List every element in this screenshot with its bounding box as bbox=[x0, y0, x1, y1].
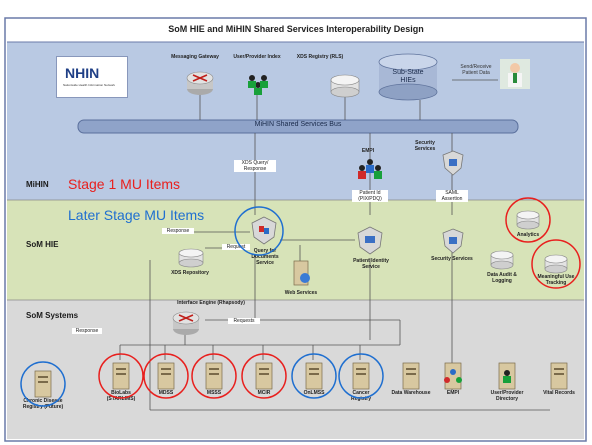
server-icon bbox=[352, 362, 370, 390]
query-docs-label: Query for Documents Service bbox=[251, 248, 279, 266]
diagram-title: SoM HIE and MiHIN Shared Services Intero… bbox=[168, 24, 424, 34]
stage1-circle bbox=[241, 353, 287, 399]
xds-repository-label: XDS Repository bbox=[171, 270, 209, 276]
patient-identity-icon bbox=[357, 226, 383, 255]
server-icon bbox=[205, 362, 223, 390]
nhin-logo: NHIN Nationwide Health Information Netwo… bbox=[56, 56, 128, 98]
analytics-icon bbox=[516, 210, 540, 230]
system-label: Data Warehouse bbox=[391, 390, 431, 396]
empi-label: EMPI bbox=[361, 148, 375, 154]
web-services-server-icon bbox=[293, 260, 310, 286]
empi-server-icon bbox=[444, 362, 462, 390]
stage1-circle bbox=[98, 353, 144, 399]
security-shield-icon bbox=[442, 150, 464, 176]
lane-label-som-hie: SoM HIE bbox=[26, 240, 59, 249]
server-icon bbox=[255, 362, 273, 390]
legend-stage1-mu: Stage 1 MU Items bbox=[68, 176, 181, 192]
system-label: MDSS bbox=[158, 390, 174, 396]
later-stage-circle bbox=[338, 353, 384, 399]
request-hie-label: Request bbox=[222, 244, 250, 250]
server-icon bbox=[157, 362, 175, 390]
clinician-icon bbox=[500, 59, 530, 89]
user-provider-index-label: User/Provider Index bbox=[233, 54, 281, 60]
user-directory-icon bbox=[498, 362, 516, 390]
xds-registry-rls-label: XDS Registry (RLS) bbox=[296, 54, 344, 60]
mihin-shared-services-bus bbox=[77, 119, 519, 134]
server-icon bbox=[305, 362, 323, 390]
interface-engine-icon bbox=[172, 311, 200, 335]
server-icon bbox=[402, 362, 420, 390]
response-hie-label: Response bbox=[162, 228, 194, 234]
stage1-circle bbox=[531, 239, 581, 289]
data-audit-label: Data Audit & Logging bbox=[487, 272, 517, 284]
xds-query-response-label: XDS Query/ Response bbox=[234, 160, 276, 172]
later-stage-circle bbox=[20, 361, 66, 407]
patient-id-label: Patient Id (PIX/PDQ) bbox=[352, 190, 388, 202]
database-icon bbox=[330, 74, 360, 98]
security-services-hie-icon bbox=[442, 228, 464, 254]
system-label: Chronic Disease Registry (Future) bbox=[22, 398, 64, 410]
xds-repository-icon bbox=[178, 248, 204, 268]
later-stage-circle bbox=[291, 353, 337, 399]
system-label: Vital Records bbox=[543, 390, 575, 396]
saml-assertion-label: SAML Assertion bbox=[436, 190, 468, 202]
nhin-logo-text: NHIN bbox=[65, 65, 100, 81]
empi-people-icon bbox=[358, 159, 382, 179]
security-services-mihin-label: Security Services bbox=[414, 140, 436, 152]
sub-state-hies-cylinder bbox=[378, 53, 438, 101]
legend-later-stage-mu: Later Stage MU Items bbox=[68, 207, 205, 223]
system-label: Cancer Registry bbox=[350, 390, 371, 402]
messaging-gateway-label: Messaging Gateway bbox=[171, 54, 219, 60]
mu-tracking-label: Meaningful Use Tracking bbox=[537, 274, 575, 286]
stage1-circle bbox=[143, 353, 189, 399]
query-docs-icon bbox=[251, 216, 277, 245]
lane-label-mihin: MiHIN bbox=[26, 180, 49, 189]
system-label: EMPI bbox=[446, 390, 460, 396]
people-icon bbox=[248, 75, 268, 95]
server-icon bbox=[550, 362, 568, 390]
sub-state-hies-label: Sub-State HIEs bbox=[392, 69, 424, 84]
later-stage-circle bbox=[234, 206, 284, 256]
lane-label-som-systems: SoM Systems bbox=[26, 311, 79, 320]
system-label: BioLabs (STARLIMS) bbox=[106, 390, 136, 402]
nhin-logo-subtitle: Nationwide Health Information Network bbox=[63, 83, 116, 87]
messaging-gateway-icon bbox=[186, 71, 214, 95]
server-icon bbox=[34, 370, 52, 398]
response-systems-label: Response bbox=[72, 328, 102, 334]
security-services-hie-label: Security Services bbox=[431, 256, 473, 262]
patient-identity-label: Patient Identity Service bbox=[353, 258, 389, 270]
send-receive-label: Send/Receive Patient Data bbox=[460, 64, 492, 76]
lane-som-systems bbox=[7, 300, 584, 439]
system-label: MCIR bbox=[257, 390, 271, 396]
system-label: MSSS bbox=[206, 390, 222, 396]
bus-label: MiHIN Shared Services Bus bbox=[254, 121, 342, 128]
analytics-label: Analytics bbox=[516, 232, 540, 238]
mu-tracking-icon bbox=[544, 254, 568, 274]
web-services-label: Web Services bbox=[284, 290, 318, 296]
stage1-circle bbox=[505, 197, 551, 243]
interface-engine-label: Interface Engine (Rhapsody) bbox=[177, 300, 245, 306]
stage1-circle bbox=[191, 353, 237, 399]
server-icon bbox=[112, 362, 130, 390]
data-audit-icon bbox=[490, 250, 514, 270]
system-label: User/Provider Directory bbox=[490, 390, 524, 402]
system-label: OnLMSS bbox=[303, 390, 325, 396]
requests-label: Requests bbox=[228, 318, 260, 324]
